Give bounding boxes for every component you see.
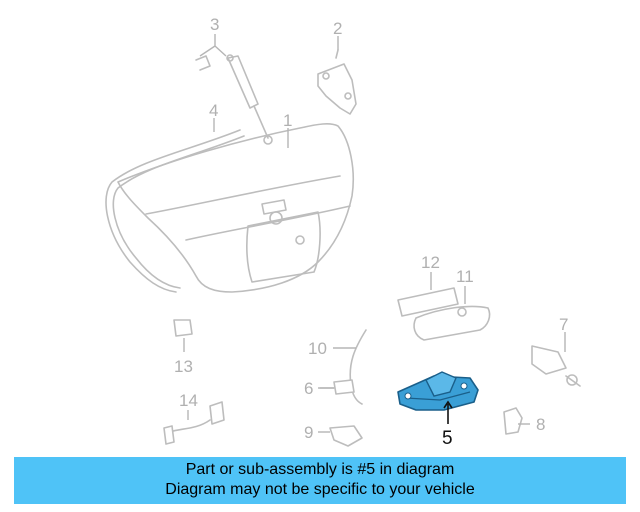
bolt-part-6	[319, 379, 355, 395]
callout-2: 2	[333, 19, 342, 38]
callout-7: 7	[559, 315, 568, 334]
grommet-part-13	[173, 319, 193, 337]
callout-4: 4	[209, 101, 218, 120]
strut-part-3	[195, 54, 273, 145]
callout-1: 1	[283, 111, 292, 130]
latch-part-5[interactable]	[397, 371, 479, 411]
weatherstrip-part-4	[105, 129, 245, 293]
callout-14: 14	[179, 391, 198, 410]
lock-cylinder-part-7	[531, 345, 581, 387]
callout-3: 3	[210, 15, 219, 34]
callout-12: 12	[421, 253, 440, 272]
bezel-part-12	[397, 287, 459, 317]
callout-6: 6	[304, 379, 313, 398]
hinge-part-2	[317, 49, 357, 115]
handle-part-11	[413, 305, 491, 341]
banner-line-1: Part or sub-assembly is #5 in diagram	[185, 461, 455, 478]
bumper-part-8	[503, 407, 523, 435]
callout-10: 10	[308, 339, 327, 358]
trunk-lid-part-1	[117, 123, 355, 293]
callout-11: 11	[456, 267, 474, 286]
banner-line-2: Diagram may not be specific to your vehi…	[165, 481, 475, 498]
callout-5: 5	[442, 428, 453, 449]
callout-9: 9	[304, 423, 313, 442]
callout-8: 8	[536, 415, 545, 434]
info-banner: Part or sub-assembly is #5 in diagram Di…	[14, 457, 626, 504]
callout-13: 13	[174, 357, 193, 376]
harness-part-14	[163, 401, 225, 445]
clip-part-9	[329, 425, 363, 447]
leader-lines	[183, 34, 566, 433]
